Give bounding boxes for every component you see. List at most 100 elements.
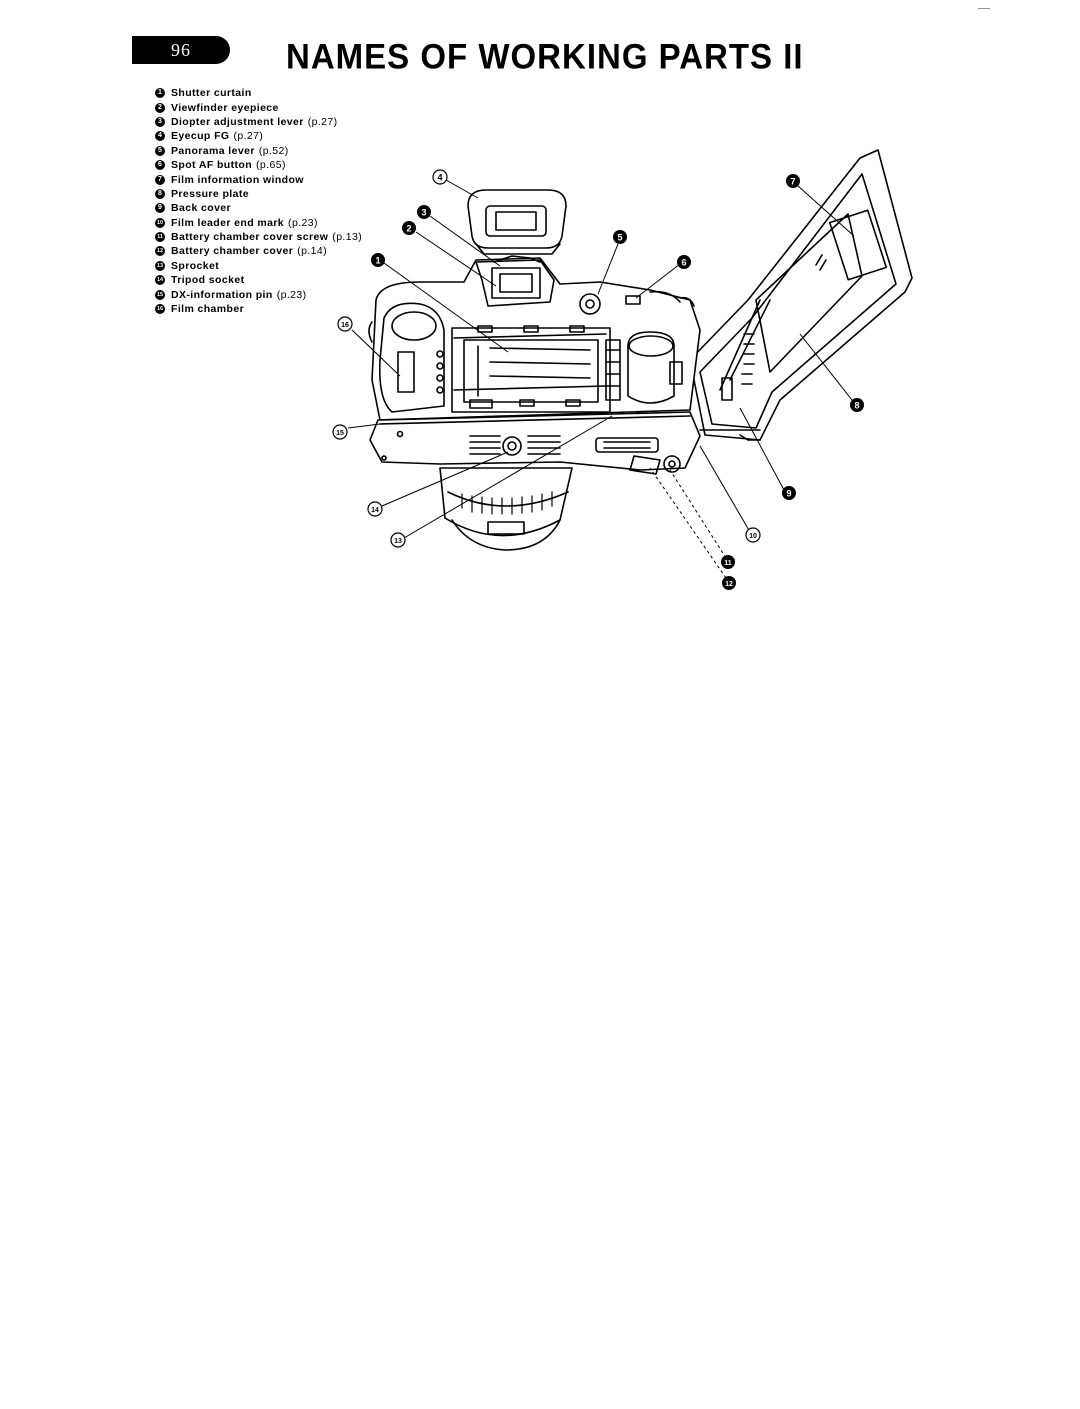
legend-item: 2 Viewfinder eyepiece: [155, 100, 362, 114]
legend-number: 15: [155, 289, 165, 300]
page-number: 96: [171, 40, 191, 60]
legend-page-ref: (p.27): [307, 115, 338, 128]
callout-13: 13: [390, 532, 406, 548]
legend-item: 12 Battery chamber cover(p.14): [155, 244, 362, 258]
legend-label: Film chamber: [171, 303, 245, 316]
legend-item: 4 Eyecup FG(p.27): [155, 129, 362, 143]
legend-label: Eyecup FG: [171, 130, 230, 143]
legend-number: 14: [155, 275, 165, 286]
legend-number: 8: [155, 188, 165, 199]
legend-number: 3: [155, 116, 165, 127]
legend-page-ref: (p.23): [288, 216, 318, 229]
legend-label: Viewfinder eyepiece: [171, 101, 279, 114]
legend-number: 10: [155, 217, 165, 228]
legend-label: Back cover: [171, 202, 232, 215]
legend-label: Battery chamber cover screw: [171, 231, 329, 244]
callout-leaders: [347, 179, 855, 579]
callout-4-label: 4: [437, 173, 442, 183]
legend-number: 13: [155, 260, 165, 271]
legend-label: Tripod socket: [171, 274, 245, 287]
page-number-tab: 96: [132, 36, 230, 64]
legend-label: Diopter adjustment lever: [171, 115, 304, 128]
callout-10: 10: [745, 527, 761, 543]
callout-1-label: 1: [375, 256, 380, 266]
legend-item: 15 DX-information pin(p.23): [155, 287, 362, 301]
legend-label: Spot AF button: [171, 159, 253, 172]
callout-16: 16: [337, 316, 353, 332]
legend-label: Battery chamber cover: [171, 245, 294, 258]
callout-12-label: 12: [725, 581, 733, 588]
legend-number: 12: [155, 246, 165, 257]
legend-item: 16 Film chamber: [155, 302, 362, 316]
callout-3-label: 3: [421, 208, 426, 218]
legend-item: 11 Battery chamber cover screw(p.13): [155, 230, 362, 244]
callout-5-label: 5: [617, 233, 622, 243]
callout-16-label: 16: [341, 322, 349, 329]
legend-label: Shutter curtain: [171, 87, 252, 100]
callout-8-label: 8: [854, 401, 859, 411]
callout-6-label: 6: [681, 258, 686, 268]
callout-11: 11: [721, 555, 735, 569]
callout-markers: 4 3 2 1 5 6 7 8 9 10 11 12 13 14 15 16: [332, 169, 864, 590]
callout-7-label: 7: [790, 177, 795, 187]
back-cover: [689, 149, 913, 441]
callout-2-label: 2: [406, 224, 411, 234]
callout-14: 14: [367, 501, 383, 517]
callout-9-label: 9: [786, 489, 791, 499]
legend-page-ref: (p.65): [256, 159, 286, 172]
callout-9: 9: [782, 486, 796, 500]
callout-10-label: 10: [749, 533, 757, 540]
callout-6: 6: [677, 255, 691, 269]
eyecup-fg: [467, 189, 567, 255]
callout-11-label: 11: [724, 560, 732, 567]
legend-number: 5: [155, 145, 165, 156]
legend-label: DX-information pin: [171, 288, 273, 301]
legend-number: 9: [155, 203, 165, 214]
legend-number: 4: [155, 131, 165, 142]
legend-item: 7 Film information window: [155, 172, 362, 186]
callout-4: 4: [432, 169, 448, 185]
legend-label: Film information window: [171, 173, 304, 186]
callout-5: 5: [613, 230, 627, 244]
legend-item: 3 Diopter adjustment lever(p.27): [155, 115, 362, 129]
callout-3: 3: [417, 205, 431, 219]
legend-page-ref: (p.23): [276, 288, 307, 301]
legend-number: 6: [155, 160, 165, 171]
legend-page-ref: (p.13): [332, 231, 363, 244]
legend-item: 14 Tripod socket: [155, 273, 362, 287]
legend-page-ref: (p.14): [297, 245, 328, 258]
callout-15-label: 15: [336, 430, 344, 437]
callout-1: 1: [371, 253, 385, 267]
legend-item: 6 Spot AF button(p.65): [155, 158, 362, 172]
legend-number: 1: [155, 88, 165, 99]
corner-mark: [978, 8, 990, 9]
legend-label: Pressure plate: [171, 187, 249, 200]
camera-body: [368, 255, 701, 475]
legend-page-ref: (p.27): [233, 130, 264, 143]
legend-label: Film leader end mark: [171, 216, 285, 229]
callout-8: 8: [850, 398, 864, 412]
legend-item: 1 Shutter curtain: [155, 86, 362, 100]
lens-barrel: [439, 467, 573, 551]
legend-item: 5 Panorama lever(p.52): [155, 144, 362, 158]
callout-13-label: 13: [394, 538, 402, 545]
callout-15: 15: [332, 424, 348, 440]
legend-item: 8 Pressure plate: [155, 187, 362, 201]
legend-page-ref: (p.52): [258, 144, 289, 157]
callout-14-label: 14: [371, 507, 379, 514]
legend-label: Sprocket: [171, 259, 220, 272]
legend-number: 2: [155, 102, 165, 113]
legend-item: 9 Back cover: [155, 201, 362, 215]
legend-number: 11: [155, 232, 165, 243]
legend-label: Panorama lever: [171, 144, 255, 157]
callout-12: 12: [722, 576, 736, 590]
callout-2: 2: [402, 221, 416, 235]
callout-7: 7: [786, 174, 800, 188]
legend-item: 10 Film leader end mark(p.23): [155, 216, 362, 230]
page-title: NAMES OF WORKING PARTS II: [286, 36, 804, 76]
legend-number: 16: [155, 304, 165, 315]
legend-number: 7: [155, 174, 165, 185]
legend-item: 13 Sprocket: [155, 259, 362, 273]
